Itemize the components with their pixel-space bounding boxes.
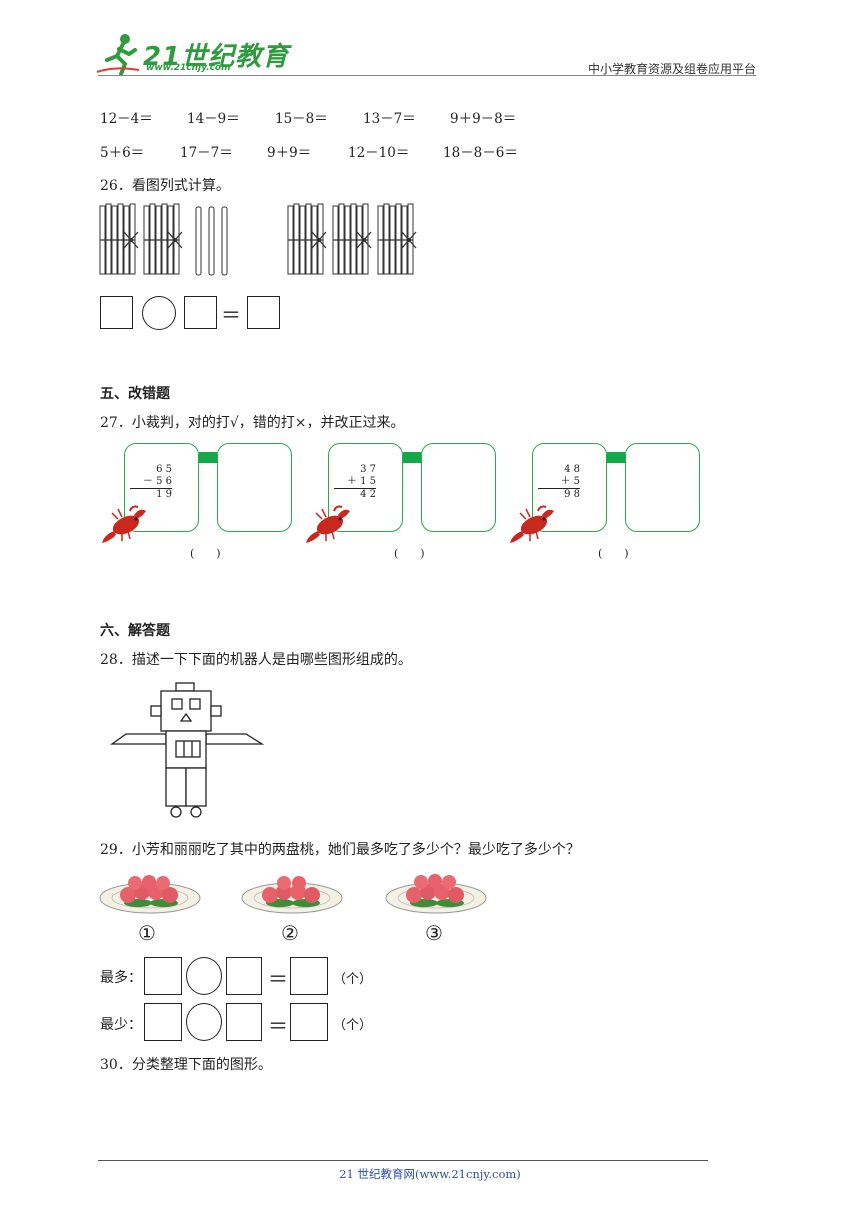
operator-circle[interactable] [186,1003,222,1041]
answer-box[interactable] [226,957,262,995]
footer-divider [98,1160,708,1161]
arith-item: 12－4＝ [100,111,153,127]
header-divider [98,75,756,76]
peach-plates-figure [99,874,487,914]
judge-paren[interactable]: ( ) [190,547,221,560]
least-label: 最少： [100,1017,142,1033]
robot-arm-left [110,733,167,745]
logo-text: 21世纪教育 [143,42,290,72]
arith-item: 14－9＝ [187,111,240,127]
plate-label-2: ② [281,921,299,945]
answer-box[interactable] [247,296,280,329]
robot-head [160,690,212,732]
robot-panel [175,740,201,758]
card-connector [199,452,217,463]
section-6-title: 六、解答题 [100,623,170,639]
unit-label: （个） [333,1018,373,1033]
platform-name: 中小学教育资源及组卷应用平台 [587,62,756,76]
correction-card[interactable] [625,443,700,532]
plate-label-1: ① [138,921,156,945]
answer-box[interactable] [100,296,133,329]
peach-plate-3 [385,874,487,914]
arith-item: 18－8－6＝ [443,145,518,161]
stick-bundles-figure [99,203,417,276]
question-29: 29．小芳和丽丽吃了其中的两盘桃，她们最多吃了多少个？最少吃了多少个？ [100,842,580,858]
robot-antenna [175,682,195,692]
bundle-of-ten [143,203,183,275]
runner-logo-icon [96,34,140,76]
answer-box[interactable] [144,957,182,995]
arith-item: 9＋9＝ [267,145,312,161]
section-5-title: 五、改错题 [100,386,170,402]
card-connector [607,452,625,463]
robot-eye [171,698,183,710]
robot-eye [189,698,201,710]
arith-item: 15－8＝ [275,111,328,127]
equals-sign: ＝ [268,967,288,991]
calc-result: 4 2 [360,489,376,500]
answer-box[interactable] [290,1003,328,1041]
answer-box[interactable] [290,957,328,995]
calc-result: 9 8 [564,489,580,500]
plate-label-3: ③ [425,921,443,945]
arith-item: 9＋9－8＝ [450,111,517,127]
calc-operand: － 5 6 [130,476,172,489]
robot-nose [179,712,193,722]
robot-ear [210,705,222,717]
question-26: 26．看图列式计算。 [100,178,230,194]
operator-circle[interactable] [142,296,176,330]
calc-operand: ＋ 5 [538,476,580,489]
bundle-of-ten [287,203,327,275]
robot-ear [150,705,162,717]
calc-result: 1 9 [156,489,172,500]
correction-card[interactable] [217,443,292,532]
footer-text[interactable]: 21 世纪教育网(www.21cnjy.com) [339,1167,521,1181]
crayfish-icon [510,505,554,543]
vertical-calc: 3 7 ＋ 1 5 4 2 [334,464,376,501]
robot-leg [165,767,187,807]
arith-item: 13－7＝ [363,111,416,127]
correction-card[interactable] [421,443,496,532]
robot-wheel [190,806,202,818]
single-stick [208,206,215,276]
arith-item: 12－10＝ [348,145,410,161]
vertical-calc: 4 8 ＋ 5 9 8 [538,464,580,501]
equals-sign: ＝ [221,303,241,327]
arith-item: 17－7＝ [180,145,233,161]
single-stick [221,206,228,276]
calc-top: 3 7 [360,464,376,475]
calc-top: 4 8 [564,464,580,475]
judge-paren[interactable]: ( ) [394,547,425,560]
most-label: 最多： [100,970,142,986]
peach-plate-2 [241,876,343,914]
answer-box[interactable] [184,296,217,329]
robot-arm-right [205,733,265,745]
bundle-of-ten [332,203,372,275]
arith-item: 5＋6＝ [100,145,145,161]
calc-operand: ＋ 1 5 [334,476,376,489]
robot-figure [110,682,265,818]
bundle-of-ten [377,203,417,275]
crayfish-icon [102,505,146,543]
answer-box[interactable] [144,1003,182,1041]
bundle-of-ten [99,203,139,275]
card-connector [403,452,421,463]
question-28: 28．描述一下下面的机器人是由哪些图形组成的。 [100,652,412,668]
judge-paren[interactable]: ( ) [598,547,629,560]
robot-leg [185,767,207,807]
answer-box[interactable] [226,1003,262,1041]
logo-url: www.21cnjy.com [146,63,231,73]
single-stick [195,206,202,276]
calc-top: 6 5 [156,464,172,475]
operator-circle[interactable] [186,957,222,995]
peach-plate-1 [99,875,201,914]
vertical-calc: 6 5 － 5 6 1 9 [130,464,172,501]
equals-sign: ＝ [268,1014,288,1038]
question-30: 30．分类整理下面的图形。 [100,1057,272,1073]
robot-wheel [170,806,182,818]
crayfish-icon [306,505,350,543]
question-27: 27．小裁判，对的打√，错的打×，并改正过来。 [100,415,405,431]
unit-label: （个） [333,972,373,987]
